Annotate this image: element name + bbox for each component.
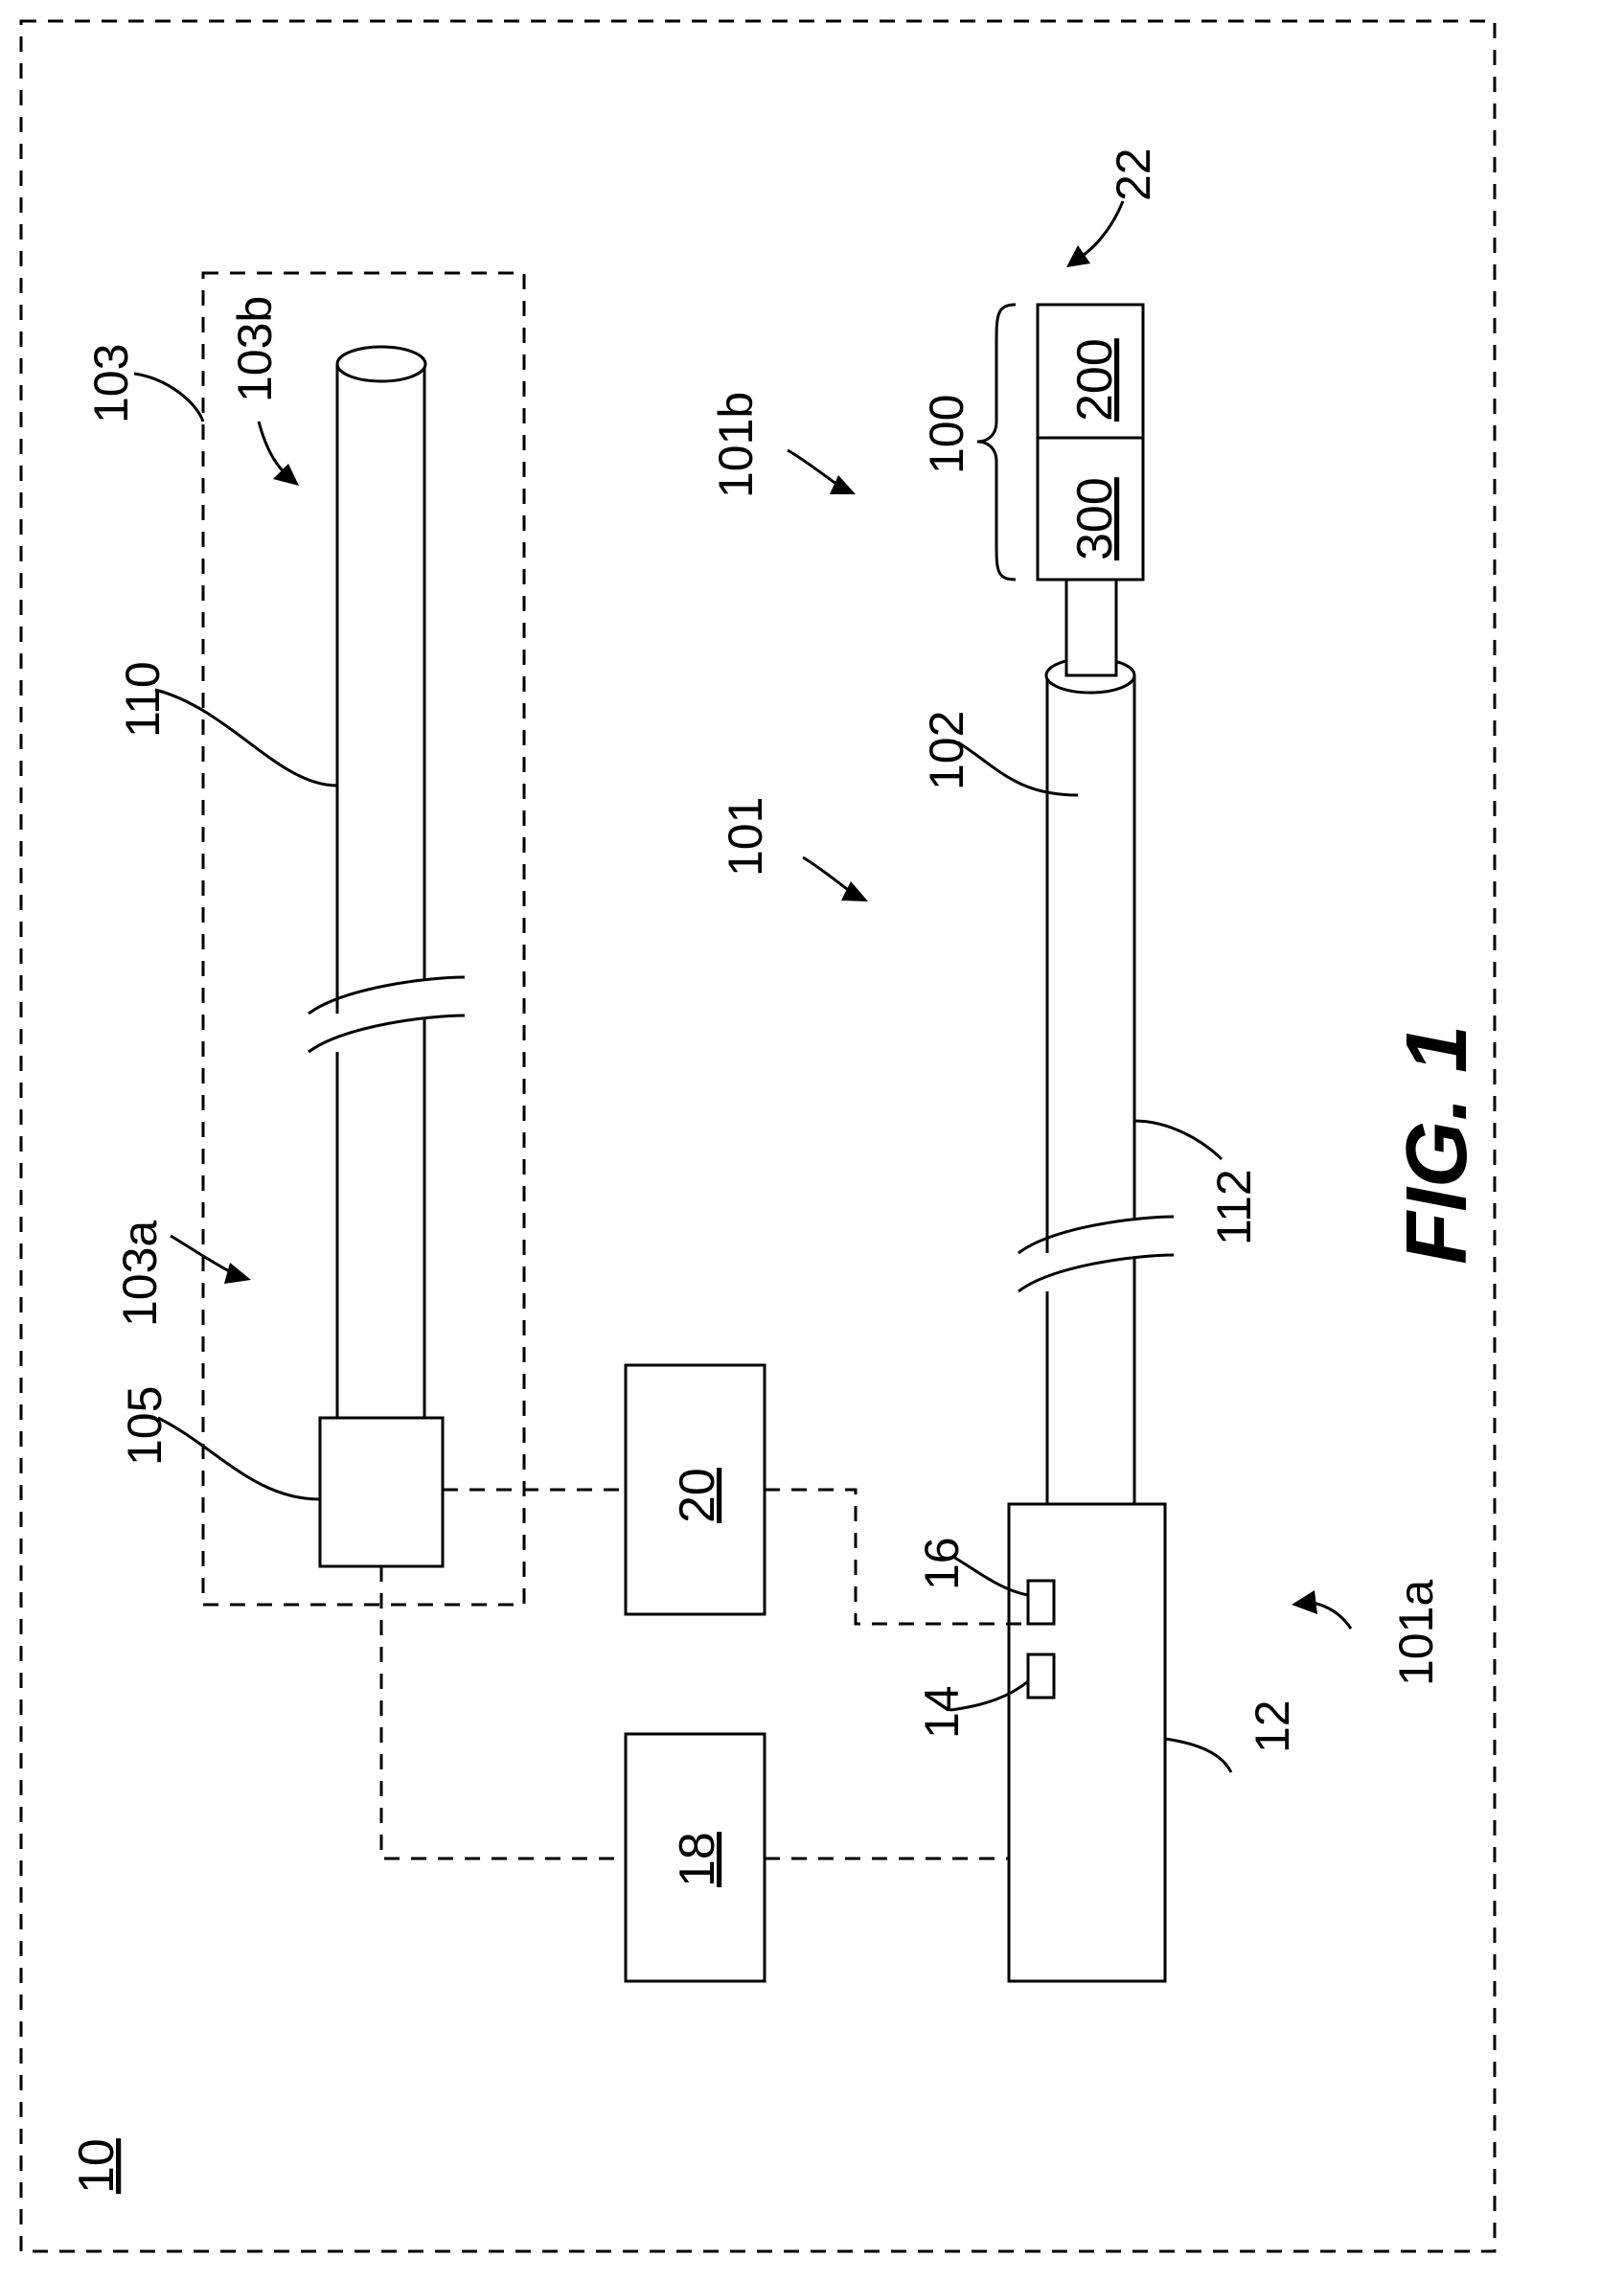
label-16: 16 xyxy=(915,1537,969,1590)
leader-12 xyxy=(1165,1739,1231,1772)
label-12: 12 xyxy=(1246,1699,1299,1753)
label-101: 101 xyxy=(719,797,772,877)
figure-title: FIG. 1 xyxy=(1389,1025,1485,1265)
arrow-101b xyxy=(788,450,843,489)
shaft-110 xyxy=(309,347,465,1418)
label-22: 22 xyxy=(1107,148,1160,201)
arrowhead-101a xyxy=(1292,1590,1317,1614)
link-hub-to-18 xyxy=(381,1566,626,1859)
arrowhead-103b xyxy=(273,464,299,486)
label-112: 112 xyxy=(1207,1169,1261,1245)
system-label: 10 xyxy=(69,2138,125,2194)
component-18-label: 18 xyxy=(670,1832,725,1887)
inner-connector xyxy=(1066,580,1116,675)
handle-12 xyxy=(1009,1504,1165,1981)
arrowhead-22 xyxy=(1066,245,1090,267)
label-101b: 101b xyxy=(709,392,763,498)
label-103: 103 xyxy=(84,344,138,423)
label-14: 14 xyxy=(915,1685,969,1739)
section-300-label: 300 xyxy=(1067,477,1123,560)
leader-103 xyxy=(134,374,203,422)
leader-110 xyxy=(155,690,337,786)
tube-102 xyxy=(1018,658,1174,1504)
hub-105 xyxy=(320,1418,443,1566)
brace-100 xyxy=(977,305,1016,580)
port-16 xyxy=(1028,1581,1054,1624)
section-200-label: 200 xyxy=(1067,338,1123,422)
leader-102 xyxy=(958,742,1078,795)
label-102: 102 xyxy=(920,711,973,790)
outer-assembly-boundary xyxy=(203,273,524,1605)
component-20-label: 20 xyxy=(670,1468,725,1523)
label-101a: 101a xyxy=(1389,1580,1443,1686)
leader-105 xyxy=(158,1418,320,1499)
arrowhead-101b xyxy=(830,475,856,494)
port-14 xyxy=(1028,1654,1054,1698)
label-110: 110 xyxy=(116,661,170,738)
label-103a: 103a xyxy=(113,1220,167,1327)
arrowhead-101 xyxy=(841,881,868,901)
link-20-to-port16 xyxy=(765,1490,1028,1624)
leader-112 xyxy=(1134,1121,1222,1159)
label-100: 100 xyxy=(920,395,973,474)
arrowhead-103a xyxy=(224,1263,251,1284)
label-105: 105 xyxy=(118,1386,172,1466)
label-103b: 103b xyxy=(228,296,282,402)
